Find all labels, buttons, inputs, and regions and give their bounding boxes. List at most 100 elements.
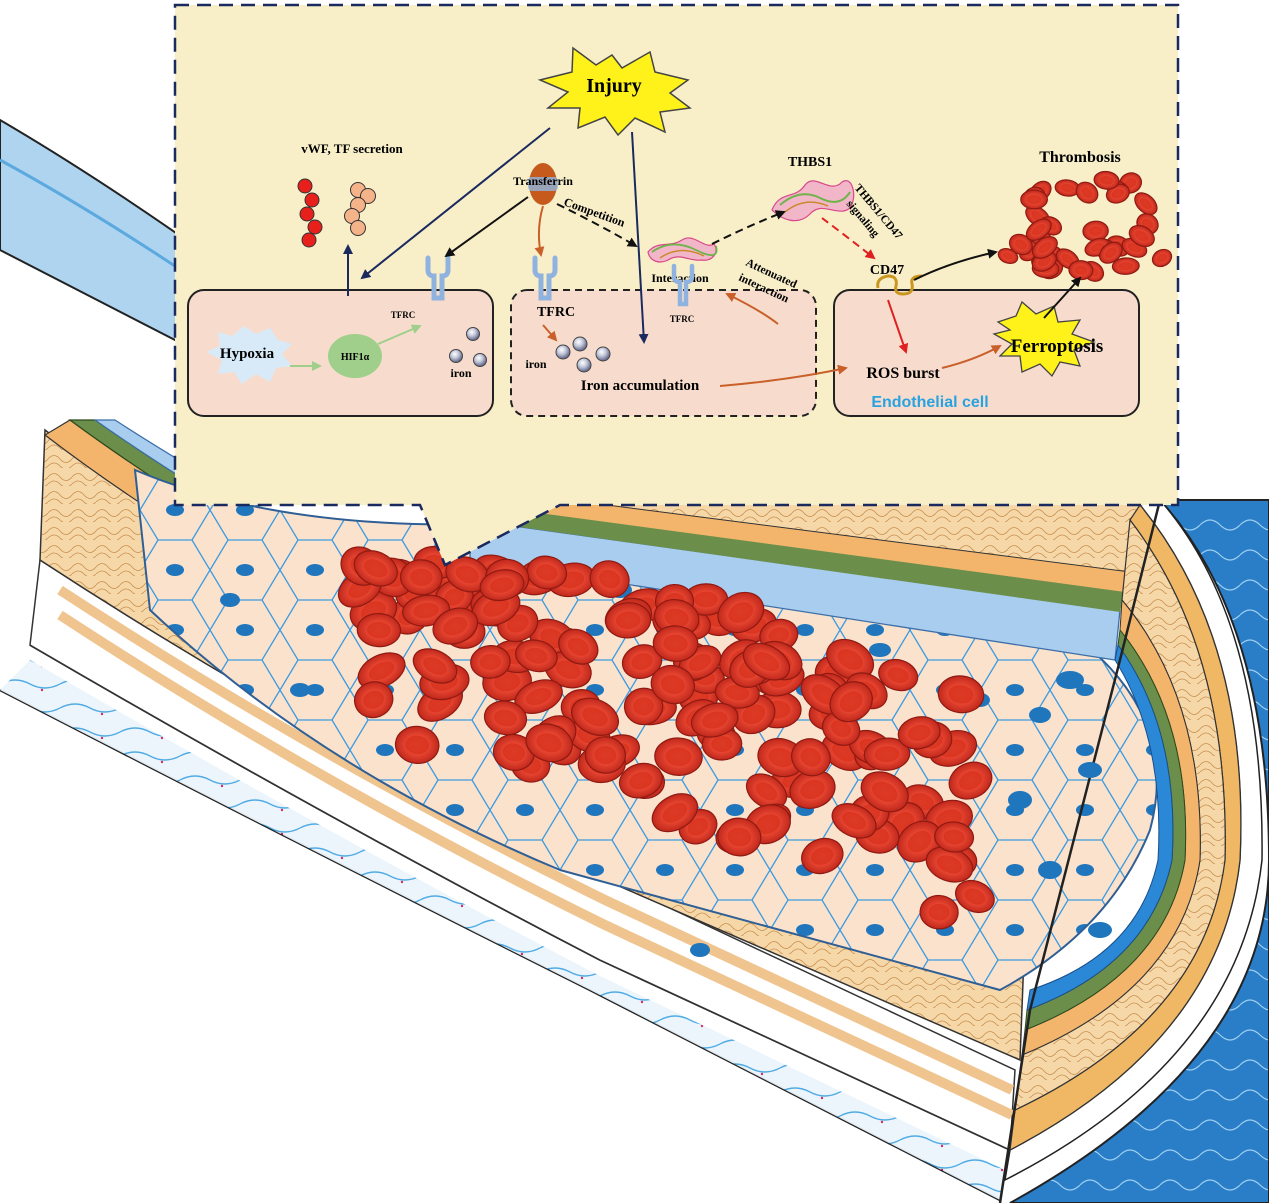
hif1a-label: HIF1α <box>341 352 370 363</box>
thbs1-protein <box>771 180 855 222</box>
red-blood-cell <box>690 702 739 738</box>
iron-particles-left <box>449 327 487 367</box>
interaction-complex <box>647 237 718 263</box>
arrow-iron-to-ros <box>719 364 848 387</box>
red-blood-cell <box>514 679 563 714</box>
red-blood-cell <box>479 569 525 602</box>
red-blood-cell <box>526 555 568 590</box>
red-blood-cell <box>470 645 511 679</box>
thrombus-red-blood-cell <box>1020 189 1049 210</box>
red-blood-cell <box>789 769 836 809</box>
red-blood-cell <box>878 658 919 692</box>
vwf-tf-secretion-label: vWF, TF secretion <box>301 141 403 156</box>
arrow-thbs1-to-cd47 <box>821 217 876 260</box>
injury-label: Injury <box>586 75 642 97</box>
red-blood-cell <box>483 700 528 736</box>
thrombus-red-blood-cell <box>1093 170 1120 190</box>
red-blood-cell <box>497 604 539 643</box>
endothelial-cell-label: Endothelial cell <box>871 394 988 411</box>
red-blood-cell <box>356 612 402 648</box>
pathway-panel: Injury vWF, TF secretion Transferrin Com… <box>173 3 1180 567</box>
hypoxia-label: Hypoxia <box>220 346 275 362</box>
red-blood-cell <box>652 625 699 662</box>
arrow-cd47-to-ros <box>887 299 909 354</box>
thrombus-red-blood-cell <box>997 247 1019 265</box>
ferroptosis-label: Ferroptosis <box>1011 336 1104 357</box>
thrombus-red-blood-cell <box>1128 224 1155 248</box>
red-blood-cell <box>515 639 558 673</box>
red-blood-cell <box>525 723 573 763</box>
tfrc-middle-label: TFRC <box>537 305 575 320</box>
ferroptosis-star <box>992 300 1096 378</box>
tf-molecules <box>344 182 376 236</box>
red-blood-cell <box>829 681 873 723</box>
arrow-hif1a-to-tfrc <box>377 324 422 345</box>
hypoxia-burst <box>206 326 292 384</box>
arrow-injury-to-iron-accumulation <box>631 131 649 344</box>
arrow-cd47-to-thrombosis <box>913 248 998 281</box>
red-blood-cell <box>860 771 909 813</box>
cd47-receptor <box>876 274 923 296</box>
red-blood-cell <box>650 664 695 705</box>
red-blood-cell <box>744 804 791 845</box>
thrombus-red-blood-cell <box>1054 179 1081 197</box>
thrombus-red-blood-cell <box>1099 241 1123 264</box>
thrombus-red-blood-cell <box>1008 233 1033 256</box>
thrombus-cluster <box>997 170 1173 282</box>
red-blood-cell <box>651 793 699 833</box>
red-blood-cell <box>745 773 788 810</box>
red-blood-cell <box>412 648 458 684</box>
red-blood-cell <box>683 583 729 616</box>
red-blood-cell <box>826 638 875 681</box>
thrombosis-label: Thrombosis <box>1039 149 1121 166</box>
vwf-molecules <box>297 178 323 248</box>
arrow-ferroptosis-to-thrombosis <box>1043 276 1082 319</box>
red-blood-cell <box>394 725 440 765</box>
iron-accumulation-label: Iron accumulation <box>581 378 700 394</box>
tfrc-small-label: TFRC <box>670 314 695 324</box>
tfrc-left-label: TFRC <box>391 310 416 320</box>
transferrin-label: Transferrin <box>513 174 573 188</box>
red-blood-cell <box>618 762 663 799</box>
red-blood-cell <box>357 652 406 690</box>
tfrc-receptor-interaction <box>671 263 695 307</box>
red-blood-cell <box>937 675 985 714</box>
thrombus-red-blood-cell <box>1082 220 1109 242</box>
red-blood-cell <box>354 681 394 719</box>
red-blood-cell <box>791 738 831 777</box>
vessel-illustration <box>0 118 1269 1203</box>
red-blood-cell <box>801 837 844 875</box>
red-blood-cell <box>948 761 993 800</box>
red-blood-cell <box>934 821 975 853</box>
red-blood-cell <box>558 628 599 665</box>
arrow-transferrin-to-middle-tfrc <box>534 205 545 257</box>
red-blood-cell <box>589 560 630 598</box>
thrombus-red-blood-cell <box>1111 257 1140 275</box>
arrow-attenuated-interaction <box>725 292 779 325</box>
arrow-interaction-to-thbs1 <box>711 210 786 245</box>
tfrc-receptor-left <box>425 255 451 301</box>
interaction-label: Interaction <box>651 271 709 285</box>
red-blood-cell <box>584 736 627 774</box>
red-blood-cell <box>623 687 664 726</box>
red-blood-cell <box>571 697 619 736</box>
red-blood-cell <box>605 602 652 639</box>
red-blood-cell <box>742 642 791 681</box>
red-blood-cell-clot <box>337 545 995 930</box>
red-blood-cell <box>654 737 703 776</box>
ros-burst-label: ROS burst <box>866 365 940 382</box>
red-blood-cell <box>445 556 490 593</box>
arrow-injury-to-left-cell <box>360 127 551 280</box>
red-blood-cell <box>432 607 479 645</box>
red-blood-cell <box>919 894 959 930</box>
cd47-label: CD47 <box>870 263 904 278</box>
red-blood-cell <box>399 559 443 596</box>
injury-star <box>537 46 692 137</box>
arrow-competition <box>556 203 638 248</box>
thrombus-red-blood-cell <box>1075 181 1099 204</box>
iron-middle-label: iron <box>525 357 546 371</box>
hif1a-node <box>328 334 382 378</box>
red-blood-cell <box>831 803 877 839</box>
red-blood-cell <box>353 550 398 587</box>
